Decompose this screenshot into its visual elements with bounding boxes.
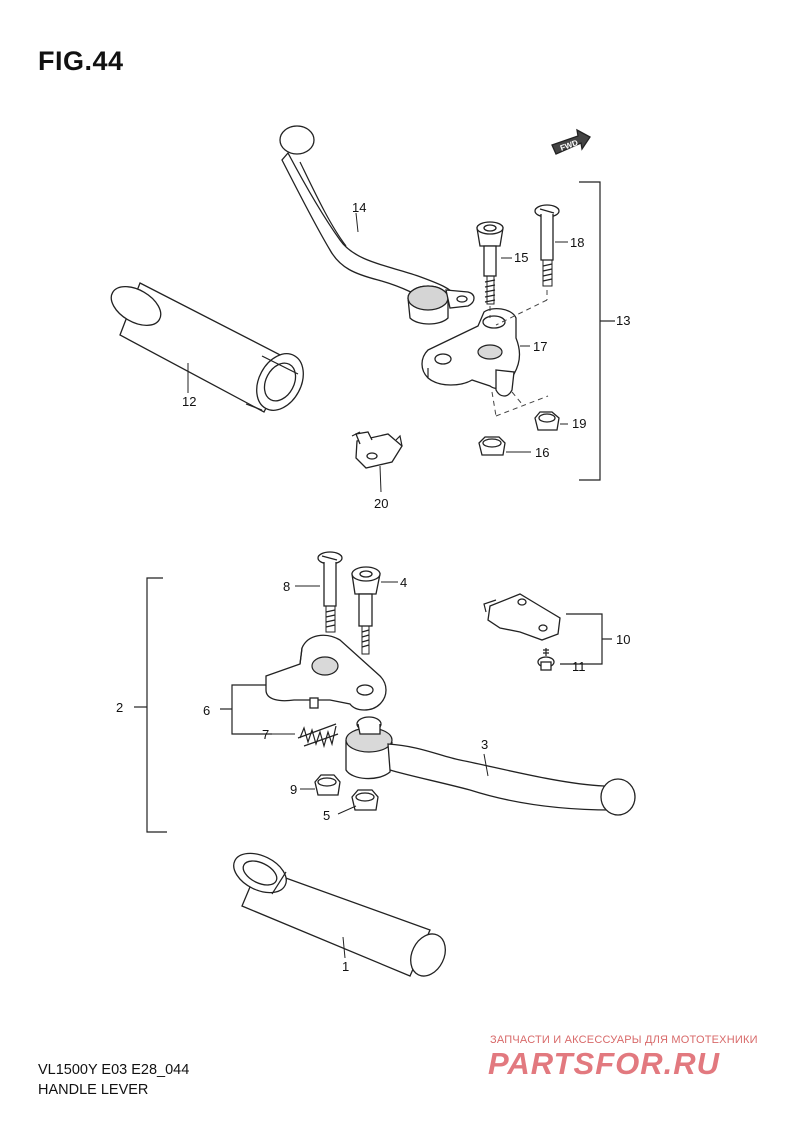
model-code: VL1500Y E03 E28_044	[38, 1062, 190, 1078]
callout-5: 5	[323, 808, 330, 823]
fwd-label: FWD	[559, 138, 579, 153]
part-5-nut	[351, 789, 379, 811]
part-7-spring	[297, 723, 339, 749]
figure-title: FIG.44	[38, 46, 124, 76]
part-12-grip	[110, 282, 304, 413]
callout-4: 4	[400, 575, 407, 590]
watermark-tagline: ЗАПЧАСТИ И АКСЕССУАРЫ ДЛЯ МОТОТЕХНИКИ	[490, 1034, 758, 1046]
callout-18: 18	[570, 235, 584, 250]
callout-8: 8	[283, 579, 290, 594]
part-15-bolt	[476, 221, 504, 305]
part-14-lever	[279, 125, 475, 325]
bracket-2	[134, 577, 167, 833]
part-20-switch	[351, 431, 403, 469]
callout-9: 9	[290, 782, 297, 797]
callout-14: 14	[352, 200, 366, 215]
part-8-bolt	[317, 551, 343, 633]
callout-15: 15	[514, 250, 528, 265]
part-11-screw	[537, 648, 555, 671]
callout-7: 7	[262, 727, 269, 742]
callout-19: 19	[572, 416, 586, 431]
callout-17: 17	[533, 339, 547, 354]
callout-1: 1	[342, 959, 349, 974]
callout-16: 16	[535, 445, 549, 460]
part-4-bolt	[351, 566, 381, 655]
part-18-bolt	[534, 204, 560, 287]
part-16-nut	[478, 436, 506, 456]
callout-20: 20	[374, 496, 388, 511]
callout-10: 10	[616, 632, 630, 647]
bracket-10-11	[560, 613, 612, 665]
callout-11: 11	[572, 659, 586, 674]
bracket-6-7	[220, 684, 272, 735]
part-1-grip	[233, 852, 446, 977]
callout-12: 12	[182, 394, 196, 409]
callout-13: 13	[616, 313, 630, 328]
callout-6: 6	[203, 703, 210, 718]
part-17-holder	[421, 307, 521, 397]
watermark-brand: PARTSFOR.RU	[488, 1046, 721, 1081]
part-9-nut	[314, 774, 341, 796]
part-10-switch	[483, 593, 561, 641]
part-19-nut	[534, 411, 560, 431]
callout-3: 3	[481, 737, 488, 752]
fwd-arrow-icon: FWD	[551, 128, 591, 155]
part-6-holder	[265, 634, 387, 711]
diagram-name: HANDLE LEVER	[38, 1082, 149, 1098]
bracket-13	[579, 181, 615, 481]
callout-2: 2	[116, 700, 123, 715]
part-3-lever	[345, 716, 636, 816]
